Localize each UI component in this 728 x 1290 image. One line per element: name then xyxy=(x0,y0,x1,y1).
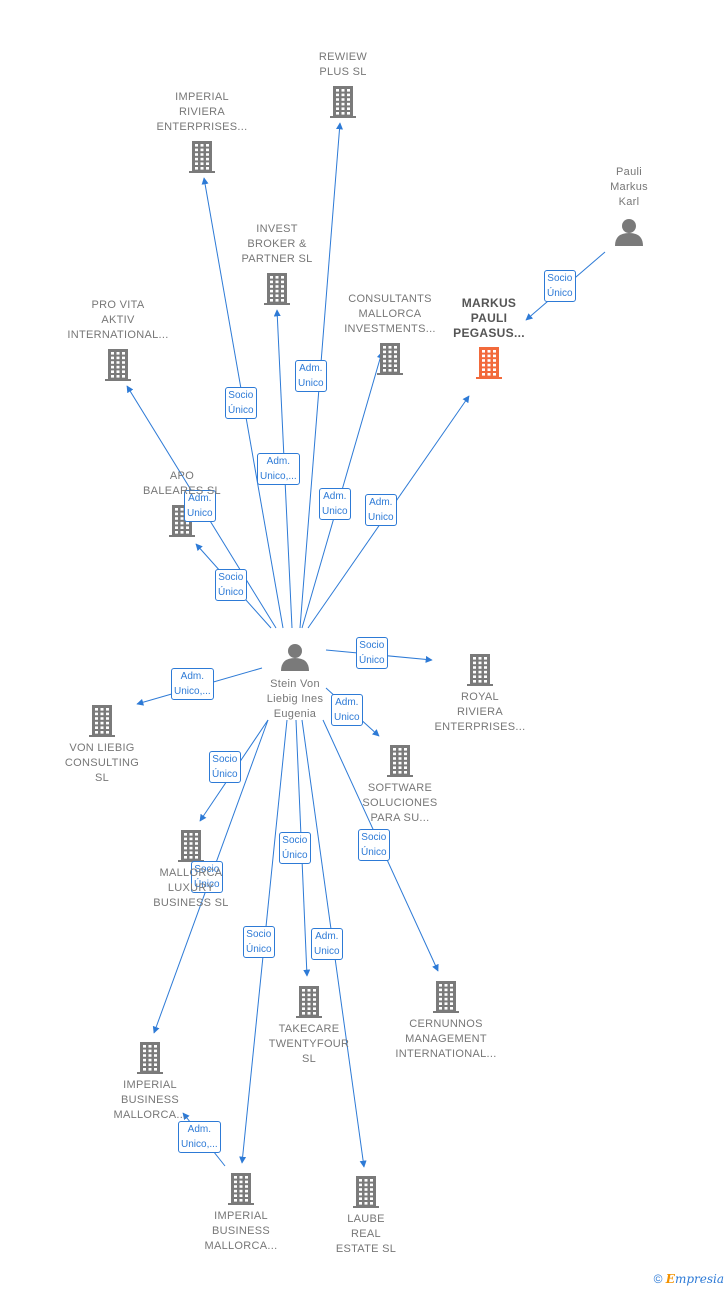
edge-label[interactable]: Socio Único xyxy=(191,861,223,893)
edge-label[interactable]: Socio Único xyxy=(279,832,311,864)
node-label-mallorca_lux[interactable]: MALLORCA LUXURY BUSINESS SL xyxy=(153,867,229,909)
node-label-laube[interactable]: LAUBE REAL ESTATE SL xyxy=(335,1213,397,1255)
building-icon[interactable] xyxy=(178,830,204,862)
building-icon[interactable] xyxy=(89,705,115,737)
edge-label[interactable]: Adm. Unico xyxy=(365,494,397,526)
node-label-imperial_riviera[interactable]: IMPERIAL RIVIERA ENTERPRISES... xyxy=(156,91,248,133)
edge-label[interactable]: Adm. Unico,... xyxy=(257,453,300,485)
node-label-rewiew[interactable]: REWIEW PLUS SL xyxy=(318,51,368,78)
empresia-logo: Empresia xyxy=(665,1272,724,1286)
building-icon[interactable] xyxy=(476,347,502,379)
person-icon[interactable] xyxy=(281,644,309,671)
edge-label[interactable]: Socio Único xyxy=(209,751,241,783)
node-label-center[interactable]: Stein Von Liebig Ines Eugenia xyxy=(266,678,324,720)
edge-label[interactable]: Socio Único xyxy=(544,270,576,302)
node-label-invest[interactable]: INVEST BROKER & PARTNER SL xyxy=(241,223,313,265)
edge-label[interactable]: Socio Único xyxy=(358,829,390,861)
edge-label[interactable]: Adm. Unico xyxy=(319,488,351,520)
building-icon[interactable] xyxy=(105,349,131,381)
copyright-symbol: © xyxy=(653,1272,663,1286)
building-icon[interactable] xyxy=(387,745,413,777)
building-icon[interactable] xyxy=(433,981,459,1013)
edge-label[interactable]: Socio Único xyxy=(215,569,247,601)
edge-label[interactable]: Adm. Unico xyxy=(311,928,343,960)
edge-label[interactable]: Adm. Unico,... xyxy=(178,1121,221,1153)
building-icon[interactable] xyxy=(264,273,290,305)
building-icon[interactable] xyxy=(296,986,322,1018)
edge-label[interactable]: Adm. Unico xyxy=(184,490,216,522)
edge-label[interactable]: Adm. Unico xyxy=(295,360,327,392)
edge-label[interactable]: Socio Único xyxy=(243,926,275,958)
person-icon[interactable] xyxy=(615,219,643,246)
node-label-imp_bus_2[interactable]: IMPERIAL BUSINESS MALLORCA... xyxy=(204,1210,278,1252)
node-label-vonliebig[interactable]: VON LIEBIG CONSULTING SL xyxy=(64,742,140,784)
node-label-markus[interactable]: MARKUS PAULI PEGASUS... xyxy=(453,296,525,340)
node-label-cernunnos[interactable]: CERNUNNOS MANAGEMENT INTERNATIONAL... xyxy=(395,1018,497,1060)
node-label-pauli[interactable]: Pauli Markus Karl xyxy=(610,166,648,208)
node-label-imp_bus_1[interactable]: IMPERIAL BUSINESS MALLORCA... xyxy=(113,1079,187,1121)
building-icon[interactable] xyxy=(330,86,356,118)
building-icon[interactable] xyxy=(353,1176,379,1208)
node-label-software[interactable]: SOFTWARE SOLUCIONES PARA SU... xyxy=(362,782,438,824)
building-icon[interactable] xyxy=(228,1173,254,1205)
node-label-royal[interactable]: ROYAL RIVIERA ENTERPRISES... xyxy=(434,691,526,733)
building-icon[interactable] xyxy=(377,343,403,375)
footer-brand: © Empresia xyxy=(654,1272,724,1286)
building-icon[interactable] xyxy=(467,654,493,686)
edge-label[interactable]: Adm. Unico xyxy=(331,694,363,726)
edge-label[interactable]: Socio Único xyxy=(225,387,257,419)
edge-label[interactable]: Adm. Unico,... xyxy=(171,668,214,700)
building-icon[interactable] xyxy=(189,141,215,173)
node-label-consultants[interactable]: CONSULTANTS MALLORCA INVESTMENTS... xyxy=(344,293,436,335)
node-label-apo[interactable]: APO BALEARES SL xyxy=(143,470,221,497)
node-label-takecare[interactable]: TAKECARE TWENTYFOUR SL xyxy=(268,1023,350,1065)
edge-label[interactable]: Socio Único xyxy=(356,637,388,669)
node-label-provita[interactable]: PRO VITA AKTIV INTERNATIONAL... xyxy=(67,299,169,341)
building-icon[interactable] xyxy=(137,1042,163,1074)
